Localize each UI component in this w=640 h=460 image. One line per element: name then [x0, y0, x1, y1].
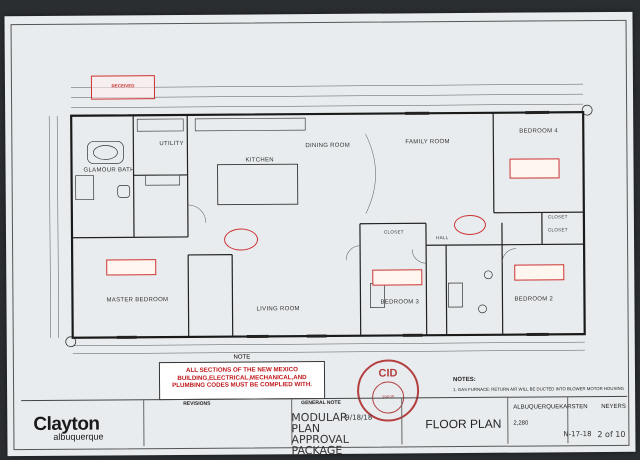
- room-label-closet-3: CLOSET: [547, 227, 568, 233]
- revisions-label: REVISIONS: [183, 400, 211, 407]
- floor-plan-drawing: [48, 83, 593, 354]
- room-label-bedroom4: BEDROOM 4: [519, 128, 559, 135]
- received-stamp: RECEIVED: [90, 75, 156, 100]
- sheet-number: 2 of 10: [597, 429, 626, 440]
- seal-cid: CID: [378, 367, 398, 380]
- room-label-bedroom3: BEDROOM 3: [380, 299, 420, 306]
- model: NEYERS: [601, 403, 626, 411]
- room-label-utility: UTILITY: [159, 140, 184, 148]
- room-label-hall: HALL: [436, 235, 449, 241]
- smoke-detector-label: [509, 158, 560, 179]
- room-label-family: FAMILY ROOM: [405, 139, 450, 146]
- room-label-master: MASTER BEDROOM: [106, 297, 169, 304]
- drawing-sheet: RECEIVED UTILITY GLAMOUR BATH KITCHEN DI…: [4, 11, 636, 457]
- code-compliance-note: NOTE ALL SECTIONS OF THE NEW MEXICO BUIL…: [158, 354, 326, 401]
- note-body: ALL SECTIONS OF THE NEW MEXICO BUILDING,…: [172, 366, 313, 390]
- smoke-detector-label: [514, 264, 565, 281]
- room-label-kitchen: KITCHEN: [245, 157, 274, 164]
- handwritten-date: 9/18/18: [345, 413, 373, 422]
- room-label-closet-1: CLOSET: [383, 229, 404, 235]
- location: ALBUQUERQUE: [513, 404, 560, 411]
- date: N-17-18: [563, 430, 592, 439]
- carbon-monoxide-alarm-oval: [453, 214, 487, 236]
- room-label-glamour-bath: GLAMOUR BATH: [83, 167, 135, 174]
- room-label-bedroom2: BEDROOM 2: [514, 296, 554, 303]
- smoke-detector-label: [106, 259, 157, 276]
- sheet-title: FLOOR PLAN: [425, 416, 502, 432]
- note-title: NOTE: [233, 354, 251, 361]
- sqft: 2,280: [513, 420, 529, 427]
- tb-divider: [401, 398, 403, 445]
- tb-divider: [143, 400, 145, 447]
- smoke-detector-label: [372, 269, 423, 286]
- received-stamp-text: RECEIVED: [111, 83, 135, 89]
- notes-title: NOTES:: [453, 376, 476, 384]
- room-label-dining: DINING ROOM: [305, 142, 351, 150]
- carbon-monoxide-alarm-oval: [223, 228, 259, 251]
- general-note-label: GENERAL NOTE: [301, 399, 341, 407]
- brand-sub: albuquerque: [53, 431, 104, 442]
- customer: KARSTEN: [559, 404, 588, 411]
- room-label-closet-2: CLOSET: [547, 214, 568, 220]
- tb-divider: [507, 397, 509, 444]
- room-label-living: LIVING ROOM: [256, 306, 300, 313]
